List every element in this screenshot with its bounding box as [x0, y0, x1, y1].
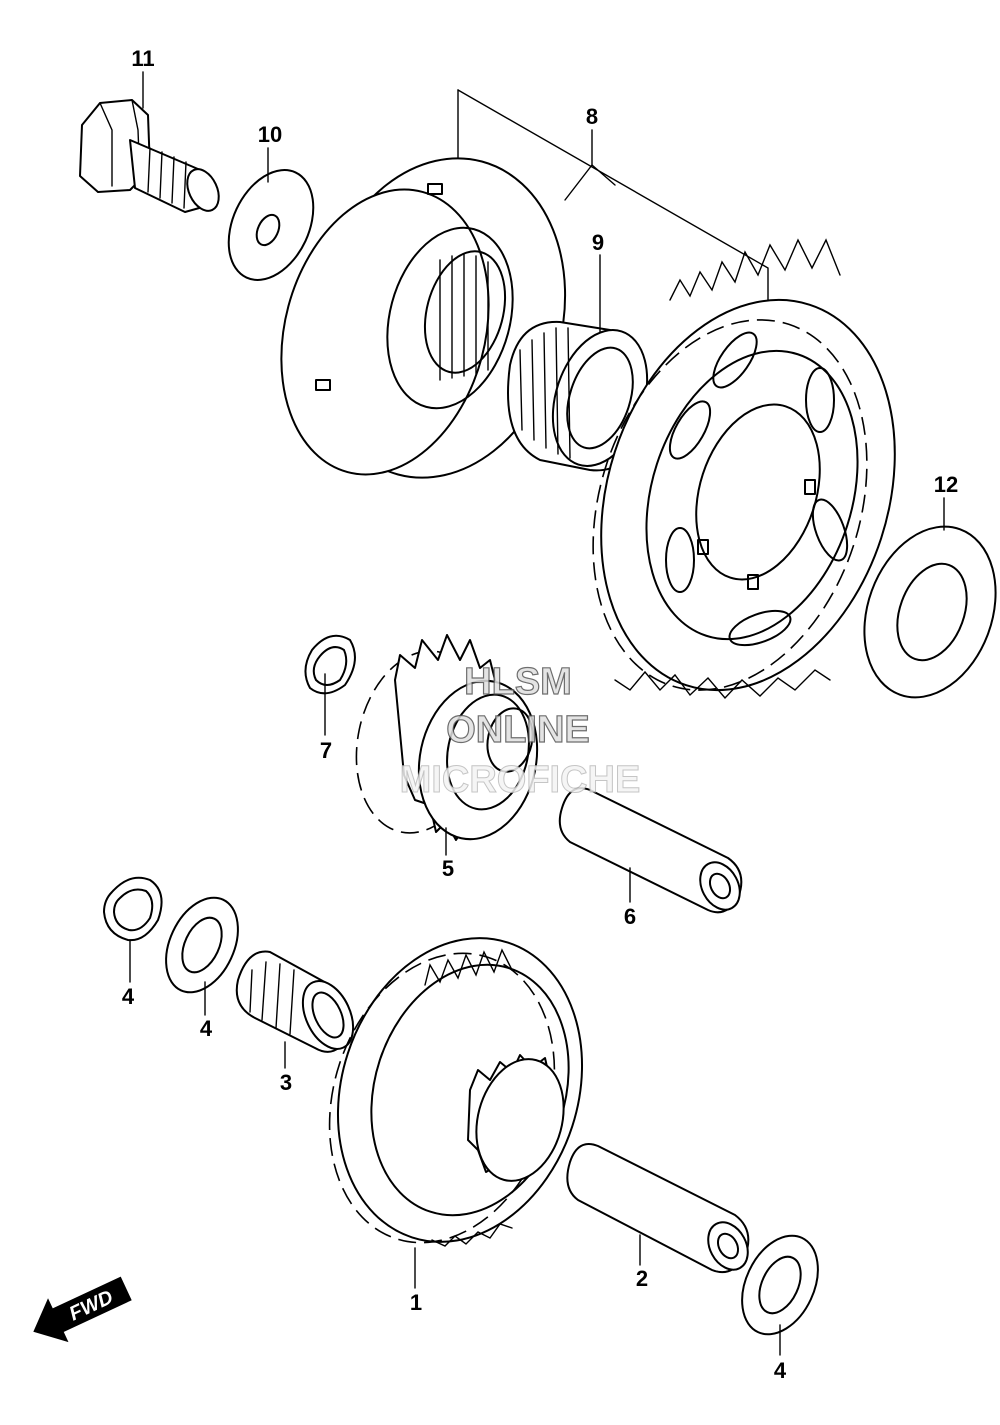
part-4-washer-lower[interactable] — [727, 1224, 833, 1347]
leader-lines — [129, 71, 945, 1356]
part-12-washer[interactable] — [842, 508, 1000, 716]
callout-3[interactable]: 3 — [280, 1070, 292, 1095]
part-13-bolt[interactable] — [79, 99, 225, 216]
part-9-clutch-housing[interactable] — [251, 130, 600, 506]
callout-8[interactable]: 7 — [320, 738, 332, 763]
callout-7[interactable]: 6 — [624, 904, 636, 929]
callout-12[interactable]: 12 — [934, 472, 958, 497]
part-6-idle-gear[interactable] — [340, 634, 551, 850]
part-11-washer[interactable] — [212, 156, 330, 293]
callout-11[interactable]: 10 — [258, 122, 282, 147]
callout-4-upper[interactable]: 4 — [200, 1016, 213, 1041]
callout-1[interactable]: 1 — [410, 1290, 422, 1315]
callout-labels: 11 10 8 9 12 7 5 6 4 4 3 1 2 4 — [122, 46, 958, 1383]
part-3-needle-bearing[interactable] — [235, 950, 363, 1057]
part-1-reduction-gear[interactable] — [294, 906, 621, 1274]
callout-10[interactable]: 9 — [592, 230, 604, 255]
callout-4-lower[interactable]: 4 — [774, 1358, 787, 1383]
callout-2[interactable]: 2 — [636, 1266, 648, 1291]
part-8-washer[interactable] — [304, 634, 356, 695]
watermark-line-2: ONLINE — [446, 709, 590, 751]
fwd-arrow: FWD — [33, 1276, 132, 1343]
part-2-shaft[interactable] — [566, 1143, 755, 1277]
part-4-washer-upper[interactable] — [152, 886, 252, 1004]
callout-9[interactable]: 8 — [586, 104, 598, 129]
starter-driven-gear[interactable] — [548, 238, 943, 728]
watermark-line-3: MICROFICHE — [400, 759, 641, 801]
watermark-line-1: HLSM — [464, 661, 572, 703]
callout-6[interactable]: 5 — [442, 856, 454, 881]
callout-5[interactable]: 4 — [122, 984, 135, 1009]
watermark: HLSM ONLINE MICROFICHE — [399, 660, 641, 801]
part-7-shaft[interactable] — [558, 787, 748, 916]
part-5-washer[interactable] — [103, 876, 163, 942]
callout-13[interactable]: 11 — [131, 46, 154, 71]
